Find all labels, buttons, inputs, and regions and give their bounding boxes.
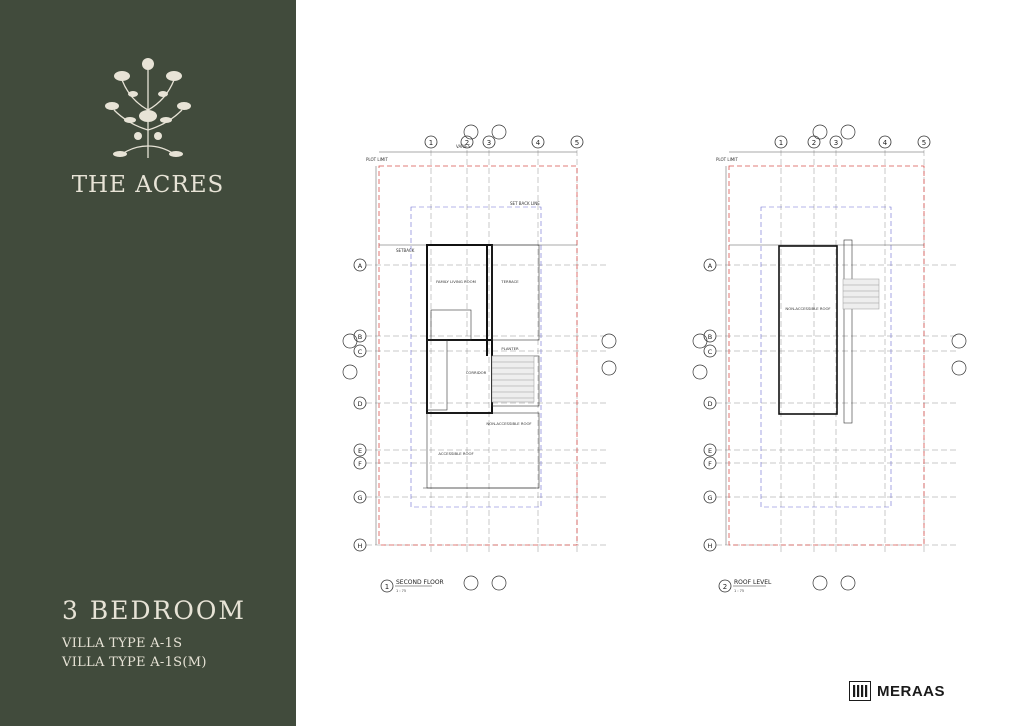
- room-roof-non-accessible: NON-ACCESSIBLE ROOF: [785, 306, 830, 311]
- room-terrace: TERRACE: [500, 279, 519, 284]
- grid-row-c-roof: C: [708, 348, 713, 356]
- grid-row-f: F: [358, 460, 362, 468]
- sidebar-panel: THE ACRES 3 BEDROOM VILLA TYPE A-1S VILL…: [0, 0, 296, 726]
- plan-1-title: SECOND FLOOR: [396, 579, 444, 586]
- grid-row-d-roof: D: [707, 400, 712, 408]
- set-back-line-label: SET BACK LINE: [510, 201, 540, 206]
- room-family-living: FAMILY LIVING ROOM: [436, 279, 476, 284]
- grid-row-e-roof: E: [708, 447, 712, 455]
- room-planter: PLANTER: [501, 346, 519, 351]
- grid-col-5: 5: [575, 139, 579, 147]
- grid-col-5-roof: 5: [922, 139, 926, 147]
- varies-label: VARIES: [456, 144, 471, 149]
- plot-limit-line: [378, 165, 578, 546]
- meraas-logo: MERAAS: [849, 680, 945, 702]
- plan-1-scale: 1 : 75: [396, 589, 406, 593]
- plan-2-number: 2: [723, 583, 727, 591]
- villa-type-2: VILLA TYPE A-1S(M): [62, 655, 207, 670]
- grid-col-3-roof: 3: [834, 139, 838, 147]
- grid-col-3: 3: [487, 139, 491, 147]
- grid-col-1-roof: 1: [779, 139, 783, 147]
- grid-row-h-roof: H: [708, 542, 713, 550]
- grid-row-a: A: [358, 262, 363, 270]
- plan-second-floor: 1 2 3 4 5: [342, 124, 617, 593]
- grid-row-d: D: [357, 400, 362, 408]
- room-corridor: CORRIDOR: [466, 370, 487, 375]
- plot-limit-label: PLOT LIMIT: [366, 157, 388, 162]
- floor-plan-drawing: 1 2 3 4 5: [342, 124, 967, 593]
- botanical-emblem-icon: [105, 58, 191, 158]
- grid-row-g: G: [357, 494, 362, 502]
- meraas-mark-icon: [849, 681, 871, 701]
- plot-limit-line-roof: [728, 165, 925, 546]
- grid-col-1: 1: [429, 139, 433, 147]
- grid-row-e: E: [358, 447, 362, 455]
- grid-col-4: 4: [536, 139, 541, 147]
- grid-row-b: B: [358, 333, 362, 341]
- grid-col-2-roof: 2: [812, 139, 816, 147]
- grid-col-2: 2: [465, 139, 469, 147]
- setback-label: SETBACK: [396, 248, 415, 253]
- grid-row-g-roof: G: [707, 494, 712, 502]
- brand-title: THE ACRES: [71, 172, 225, 198]
- plot-limit-label-roof: PLOT LIMIT: [716, 157, 738, 162]
- room-non-accessible-roof: NON-ACCESSIBLE ROOF: [486, 421, 531, 426]
- grid-row-c: C: [358, 348, 363, 356]
- grid-col-4-roof: 4: [883, 139, 888, 147]
- grid-row-f-roof: F: [708, 460, 712, 468]
- grid-row-b-roof: B: [708, 333, 712, 341]
- grid-row-h: H: [358, 542, 363, 550]
- plan-roof-level: 1 2 3 4 5 A: [692, 124, 967, 593]
- plan-1-number: 1: [385, 583, 389, 591]
- grid-row-a-roof: A: [708, 262, 713, 270]
- setback-line: [410, 206, 542, 508]
- room-accessible-roof: ACCESSIBLE ROOF: [438, 451, 473, 456]
- setback-line-roof: [760, 206, 892, 508]
- villa-type-1: VILLA TYPE A-1S: [62, 636, 183, 651]
- plan-2-title: ROOF LEVEL: [734, 579, 772, 586]
- bedroom-count: 3 BEDROOM: [62, 596, 246, 625]
- plan-2-scale: 1 : 75: [734, 589, 744, 593]
- meraas-logo-text: MERAAS: [877, 682, 946, 700]
